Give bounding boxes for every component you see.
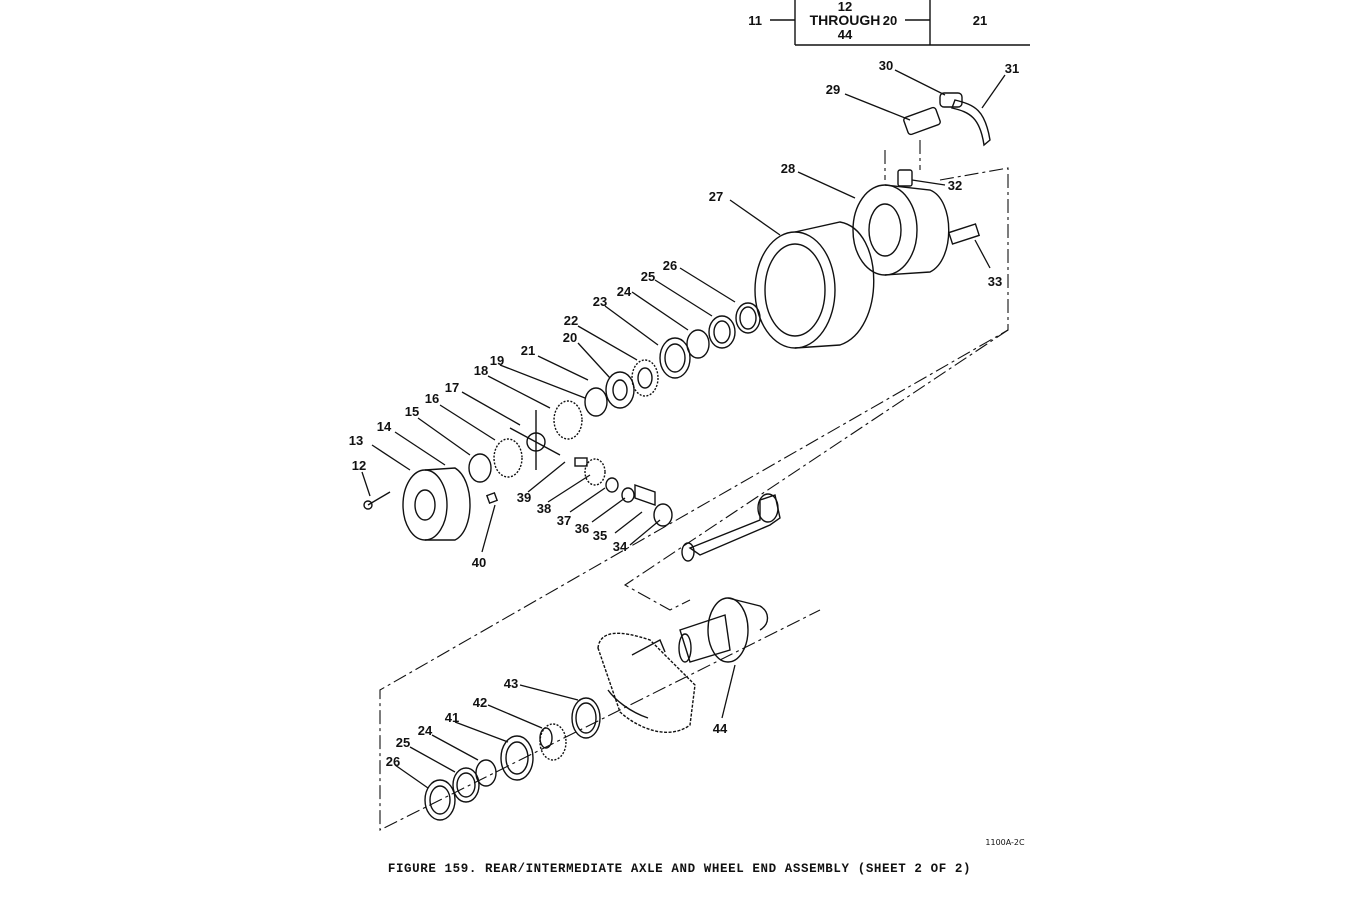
callout-40: 40 <box>472 555 486 570</box>
callout-25: 25 <box>641 269 655 284</box>
callout-12: 12 <box>352 458 366 473</box>
header-block1-bot: 44 <box>838 27 853 42</box>
callout-42: 42 <box>473 695 487 710</box>
callout-13: 13 <box>349 433 363 448</box>
callout-16: 16 <box>425 391 439 406</box>
callout-15: 15 <box>405 404 419 419</box>
callout-26: 26 <box>663 258 677 273</box>
callout-18: 18 <box>474 363 488 378</box>
header-block1-top: 12 <box>838 0 852 14</box>
callout-24: 24 <box>617 284 632 299</box>
callout-17: 17 <box>445 380 459 395</box>
callout-23: 23 <box>593 294 607 309</box>
callout-31: 31 <box>1005 61 1019 76</box>
callout-33: 33 <box>988 274 1002 289</box>
callout-28: 28 <box>781 161 795 176</box>
callout-20: 20 <box>563 330 577 345</box>
callout-14: 14 <box>377 419 392 434</box>
callout-19: 19 <box>490 353 504 368</box>
callout-21: 21 <box>521 343 535 358</box>
callout-25-lower: 25 <box>396 735 410 750</box>
callout-27: 27 <box>709 189 723 204</box>
header-ref-left: 11 <box>748 13 762 28</box>
figure-caption: FIGURE 159. REAR/INTERMEDIATE AXLE AND W… <box>387 862 972 876</box>
drawing-code: 1100A-2C <box>985 838 1025 847</box>
callout-26-lower: 26 <box>386 754 400 769</box>
callout-34: 34 <box>613 539 628 554</box>
callout-44: 44 <box>713 721 728 736</box>
callout-30: 30 <box>879 58 893 73</box>
callout-35: 35 <box>593 528 607 543</box>
header-block1-mid: THROUGH <box>810 12 881 28</box>
callout-38: 38 <box>537 501 551 516</box>
header-ref-mid: 20 <box>883 13 897 28</box>
callout-24-lower: 24 <box>418 723 433 738</box>
callout-29: 29 <box>826 82 840 97</box>
callout-37: 37 <box>557 513 571 528</box>
callout-41: 41 <box>445 710 459 725</box>
callout-36: 36 <box>575 521 589 536</box>
header-block2: 21 <box>973 13 987 28</box>
callout-39: 39 <box>517 490 531 505</box>
callout-32: 32 <box>948 178 962 193</box>
callout-43: 43 <box>504 676 518 691</box>
callout-22: 22 <box>564 313 578 328</box>
